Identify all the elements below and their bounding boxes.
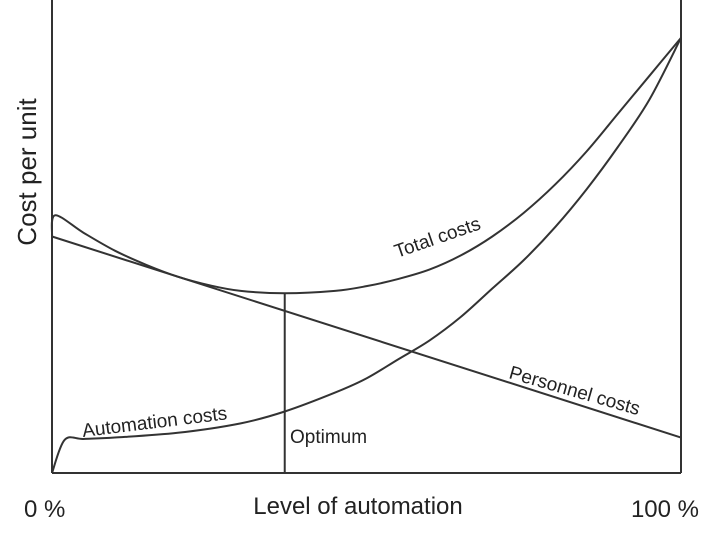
x-tick-label-0: 0 % — [24, 496, 65, 523]
y-axis-label: Cost per unit — [12, 98, 42, 246]
personnel-costs-curve — [51, 235, 682, 439]
curves — [50, 37, 682, 474]
x-axis-label: Level of automation — [253, 493, 462, 520]
x-tick-label-100: 100 % — [631, 496, 699, 523]
total-costs-label: Total costs — [392, 214, 484, 263]
optimum-label: Optimum — [290, 427, 367, 448]
labels: Cost per unit Level of automation 0 % 10… — [12, 98, 699, 523]
total-costs-curve — [50, 37, 682, 295]
personnel-costs-label: Personnel costs — [507, 363, 643, 420]
automation-costs-label: Automation costs — [81, 403, 228, 442]
automation-costs-curve — [51, 37, 682, 474]
